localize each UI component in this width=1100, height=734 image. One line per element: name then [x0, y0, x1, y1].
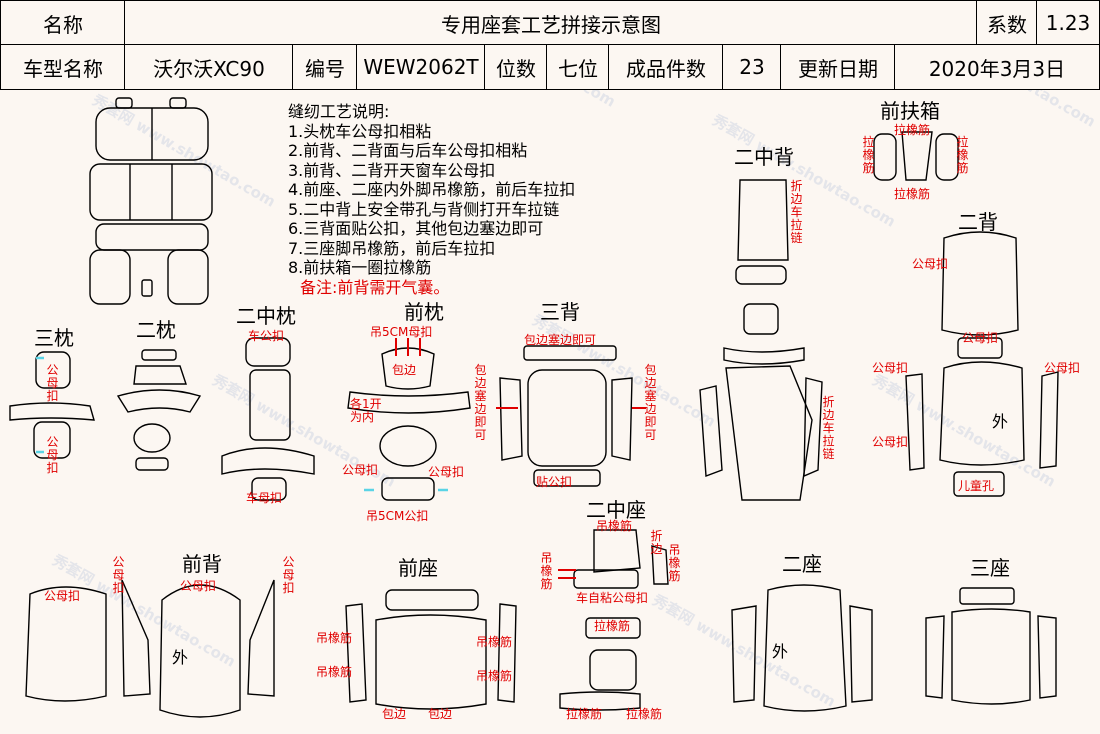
- note-hang-elastic: 吊橡筋: [476, 635, 513, 649]
- note-self-adhesive: 车自粘公母扣: [576, 591, 649, 605]
- front-seat-pieces: [345, 589, 517, 710]
- notes-remark: 备注:前背需开气囊。: [300, 277, 450, 297]
- coef-value: 1.23: [1036, 0, 1100, 46]
- section-second-mid-back: 二中背: [734, 145, 794, 169]
- third-back-pieces: [499, 345, 633, 487]
- name-label: 名称: [0, 0, 126, 46]
- note-pull-elastic: 拉橡筋: [566, 707, 603, 721]
- note-item: 6.三背面贴公扣，其他包边塞边即可: [288, 219, 544, 238]
- note-fold-zip: 折边车拉链: [822, 395, 835, 461]
- note-pull-elastic: 拉橡筋: [862, 135, 875, 175]
- note-hang-5cm-female: 吊5CM母扣: [370, 325, 433, 339]
- front-headrest-pieces: [347, 347, 471, 501]
- note-hang-elastic: 吊橡筋: [596, 519, 633, 533]
- note-wrap: 包边: [392, 363, 417, 377]
- note-male-female: 公母扣: [44, 589, 81, 603]
- note-hang-5cm-male: 吊5CM公扣: [366, 509, 429, 523]
- note-item: 2.前背、二背面与后车公母扣相粘: [288, 141, 528, 160]
- update-label: 更新日期: [780, 44, 896, 90]
- second-headrest-pieces: [116, 349, 202, 471]
- note-pull-elastic: 拉橡筋: [594, 619, 631, 633]
- second-back-pieces: [905, 231, 1059, 497]
- section-second-headrest: 二枕: [136, 318, 176, 342]
- note-male-female: 公母扣: [46, 435, 59, 475]
- section-second-mid-seat: 二中座: [586, 498, 646, 522]
- section-second-back: 二背: [958, 210, 998, 234]
- note-male-female: 公母扣: [428, 465, 465, 479]
- note-male-female: 公母扣: [112, 555, 125, 595]
- note-item: 8.前扶箱一圈拉橡筋: [288, 258, 432, 277]
- note-wrap-tuck: 包边塞边即可: [644, 363, 657, 442]
- note-car-male: 车公扣: [248, 329, 285, 343]
- model-value: 沃尔沃XC90: [124, 44, 294, 90]
- third-headrest-pieces: [9, 351, 95, 459]
- section-third-back: 三背: [540, 300, 580, 324]
- section-front-armrest: 前扶箱: [880, 99, 940, 123]
- note-item: 1.头枕车公母扣相粘: [288, 121, 432, 141]
- section-front-headrest: 前枕: [404, 300, 444, 324]
- code-value: WEW2062T: [356, 44, 486, 90]
- annotation-arrows: [395, 338, 646, 579]
- note-male-female: 公母扣: [180, 579, 217, 593]
- note-male-female: 公母扣: [46, 363, 59, 403]
- second-seat-pieces: [731, 584, 873, 712]
- note-item: 5.二中背上安全带孔与背侧打开车拉链: [288, 199, 560, 219]
- section-second-mid-headrest: 二中枕: [236, 304, 296, 328]
- note-each-open-inward: 各1开为内: [350, 397, 382, 424]
- section-second-seat: 二座: [782, 552, 822, 576]
- note-pull-elastic: 拉橡筋: [626, 707, 663, 721]
- model-label: 车型名称: [0, 44, 126, 90]
- note-hang-elastic: 吊橡筋: [476, 669, 513, 683]
- note-child-hole: 儿童孔: [958, 479, 995, 493]
- note-hang-elastic: 吊橡筋: [540, 551, 553, 591]
- code-label: 编号: [292, 44, 358, 90]
- note-male-female: 公母扣: [282, 555, 295, 595]
- note-outer: 外: [772, 642, 789, 661]
- update-value: 2020年3月3日: [894, 44, 1100, 90]
- section-third-headrest: 三枕: [34, 326, 74, 350]
- second-mid-headrest-pieces: [221, 337, 315, 501]
- note-pull-elastic: 拉橡筋: [894, 187, 931, 201]
- front-back-pieces: [25, 579, 275, 718]
- note-item: 3.前背、二背开天窗车公母扣: [288, 160, 496, 180]
- note-male-female: 公母扣: [962, 331, 999, 345]
- note-fold: 折边: [650, 529, 663, 556]
- note-fold-zip: 折边车拉链: [790, 179, 803, 245]
- note-car-female: 车母扣: [246, 491, 283, 505]
- note-item: 4.前座、二座内外脚吊橡筋，前后车拉扣: [288, 180, 576, 199]
- note-wrap-tuck: 包边塞边即可: [524, 333, 597, 347]
- clip-markers: [36, 356, 448, 492]
- note-male-female: 公母扣: [342, 463, 379, 477]
- note-hang-elastic: 吊橡筋: [316, 665, 353, 679]
- note-male-female: 公母扣: [872, 361, 909, 375]
- seat-overview-illustration: [89, 97, 213, 305]
- seats-value: 七位: [546, 44, 610, 90]
- third-seat-pieces: [925, 587, 1057, 705]
- note-male-female: 公母扣: [912, 257, 949, 271]
- note-item: 7.三座脚吊橡筋，前后车拉扣: [288, 238, 496, 258]
- section-front-seat: 前座: [398, 556, 438, 580]
- note-pull-elastic: 拉橡筋: [894, 123, 931, 137]
- note-paste-male: 贴公扣: [536, 475, 573, 489]
- coef-label: 系数: [976, 0, 1038, 46]
- sewing-notes: 缝纫工艺说明: 1.头枕车公母扣相粘 2.前背、二背面与后车公母扣相粘 3.前背…: [288, 102, 575, 297]
- section-front-back: 前背: [182, 552, 222, 576]
- note-male-female: 公母扣: [1044, 361, 1081, 375]
- note-male-female: 公母扣: [872, 435, 909, 449]
- note-outer: 外: [992, 412, 1009, 431]
- note-wrap: 包边: [428, 707, 453, 721]
- second-mid-back-pieces: [699, 179, 823, 501]
- note-hang-elastic: 吊橡筋: [316, 631, 353, 645]
- front-armrest-pieces: [873, 131, 959, 181]
- note-outer: 外: [172, 648, 189, 667]
- note-pull-elastic: 拉橡筋: [956, 135, 969, 175]
- note-wrap-tuck: 包边塞边即可: [474, 363, 487, 442]
- notes-heading: 缝纫工艺说明:: [288, 102, 390, 121]
- section-third-seat: 三座: [970, 556, 1010, 580]
- seats-label: 位数: [484, 44, 548, 90]
- note-wrap: 包边: [382, 707, 407, 721]
- note-hang-elastic: 吊橡筋: [668, 543, 681, 583]
